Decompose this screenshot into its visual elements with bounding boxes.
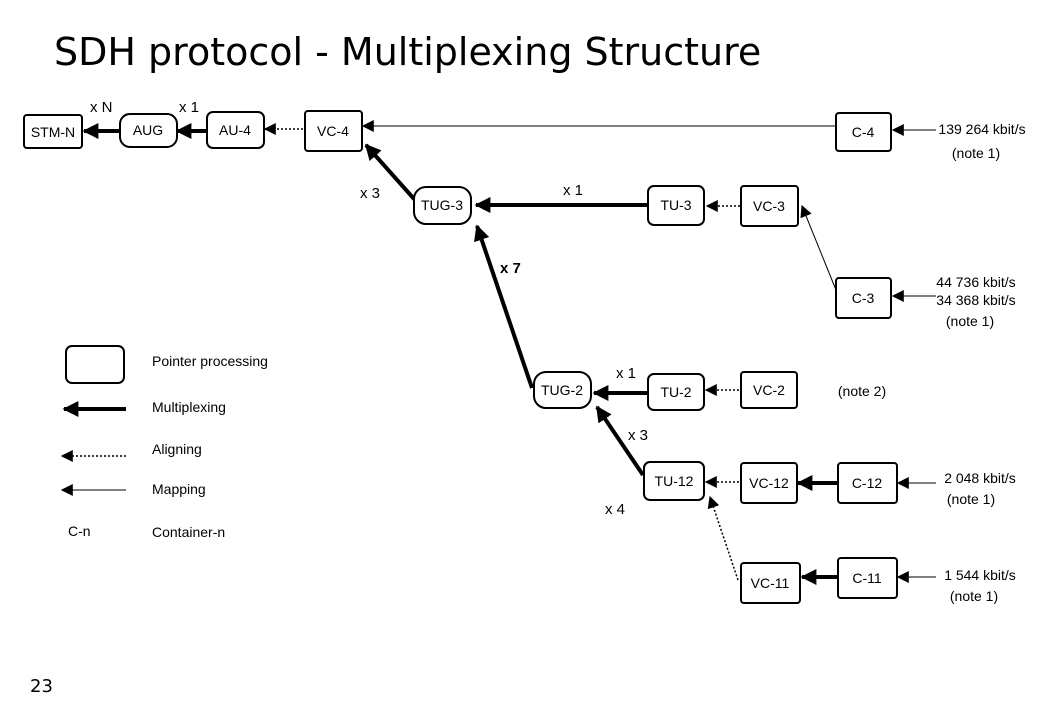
vc4-box — [304, 110, 363, 152]
tu3-box — [647, 185, 705, 226]
mux-tug2-tug3 — [474, 224, 534, 389]
rate-c4: 139 264 kbit/s — [938, 121, 1025, 137]
vc11-label: VC-11 — [751, 575, 790, 591]
c4-label: C-4 — [852, 124, 875, 140]
legend-cn-symbol: C-n — [68, 523, 91, 539]
note-c4: (note 1) — [952, 145, 1000, 161]
au4-label: AU-4 — [219, 122, 251, 138]
note-c12: (note 1) — [947, 491, 995, 507]
au4-box — [206, 111, 265, 149]
mult-au4-aug: x 1 — [179, 99, 199, 116]
mult-tu12-tug2: x 3 — [628, 427, 648, 444]
legend-aligning-label: Aligning — [152, 441, 202, 457]
note-c3: (note 1) — [946, 313, 994, 329]
align-vc11-tu12 — [707, 495, 739, 581]
vc3-label: VC-3 — [753, 198, 785, 214]
mult-tug3-vc4: x 3 — [360, 185, 380, 202]
stm-n-box — [23, 114, 83, 149]
tu2-label: TU-2 — [660, 384, 691, 400]
tu2-box — [647, 373, 705, 411]
c11-box — [837, 557, 898, 599]
mux-tu12-tug2 — [595, 405, 645, 477]
mult-tu2-tug2: x 1 — [616, 365, 636, 382]
page-title: SDH protocol - Multiplexing Structure — [54, 30, 762, 74]
tug2-box — [533, 371, 592, 409]
tu3-label: TU-3 — [660, 197, 691, 213]
legend-pointer-label: Pointer processing — [152, 353, 268, 369]
vc3-box — [740, 185, 799, 227]
tug3-label: TUG-3 — [421, 197, 463, 213]
rate-c11: 1 544 kbit/s — [944, 567, 1016, 583]
c12-label: C-12 — [852, 475, 883, 491]
c12-box — [837, 462, 898, 504]
c4-box — [835, 112, 892, 152]
mult-tug2-tug3: x 7 — [500, 260, 521, 277]
tug3-box — [413, 186, 472, 225]
rate-c3-1: 44 736 kbit/s — [936, 274, 1015, 290]
mult-aug-stm: x N — [90, 99, 113, 116]
vc2-box — [740, 371, 798, 409]
vc2-label: VC-2 — [753, 382, 785, 398]
legend-container-label: Container-n — [152, 524, 225, 540]
vc11-box — [740, 562, 801, 604]
vc4-label: VC-4 — [317, 123, 349, 139]
note-c11: (note 1) — [950, 588, 998, 604]
mult-tu3-tug3: x 1 — [563, 182, 583, 199]
aug-label: AUG — [133, 122, 163, 138]
legend-mapping-label: Mapping — [152, 481, 206, 497]
vc12-box — [740, 462, 798, 504]
mux-tug3-vc4 — [364, 143, 417, 202]
map-c3-vc3 — [800, 204, 837, 291]
stm-n-label: STM-N — [31, 124, 75, 140]
tu12-label: TU-12 — [655, 473, 694, 489]
page-number: 23 — [30, 676, 53, 697]
note-vc2: (note 2) — [838, 383, 886, 399]
c3-box — [835, 277, 892, 319]
mult-tu11-tug2: x 4 — [605, 501, 625, 518]
aug-box — [119, 113, 178, 148]
rate-c3-2: 34 368 kbit/s — [936, 292, 1015, 308]
c11-label: C-11 — [852, 570, 882, 586]
tu12-box — [643, 461, 705, 501]
rate-c12: 2 048 kbit/s — [944, 470, 1016, 486]
vc12-label: VC-12 — [749, 475, 789, 491]
c3-label: C-3 — [852, 290, 875, 306]
tug2-label: TUG-2 — [541, 382, 583, 398]
legend-multiplexing-label: Multiplexing — [152, 399, 226, 415]
legend-pointer-symbol — [65, 345, 125, 384]
